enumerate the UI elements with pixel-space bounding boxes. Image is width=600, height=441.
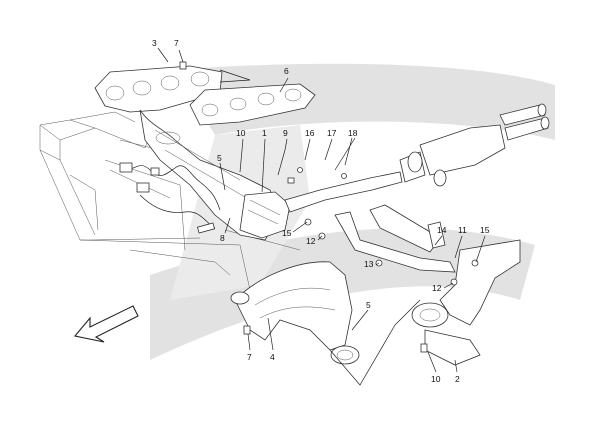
callout-18: 18 [348, 128, 358, 138]
callout-5-lower: 5 [366, 300, 371, 310]
callout-7-lower: 7 [247, 352, 252, 362]
callout-12-left: 12 [306, 236, 316, 246]
callout-16: 16 [305, 128, 315, 138]
callout-12-right: 12 [432, 283, 442, 293]
callout-15-right: 15 [480, 225, 490, 235]
callout-10-lower: 10 [431, 374, 441, 384]
manifold-gasket-right [189, 83, 316, 126]
callout-6: 6 [284, 66, 289, 76]
catalytic-converter-front [239, 191, 291, 239]
callout-15-left: 15 [282, 228, 292, 238]
callout-13: 13 [364, 259, 374, 269]
callout-1: 1 [262, 128, 267, 138]
catalytic-converter-rear [411, 239, 521, 366]
callout-8: 8 [220, 233, 225, 243]
callout-10-upper: 10 [236, 128, 246, 138]
leader-lines [157, 47, 486, 386]
rear-muffler [407, 103, 550, 187]
callout-7-upper: 7 [174, 38, 179, 48]
callout-17: 17 [327, 128, 337, 138]
callout-11: 11 [458, 225, 467, 235]
callout-4: 4 [270, 352, 275, 362]
callout-2: 2 [455, 374, 460, 384]
callout-9: 9 [283, 128, 288, 138]
callout-5-upper: 5 [217, 153, 222, 163]
callout-14: 14 [437, 225, 447, 235]
oxygen-sensor-wiring [119, 162, 221, 234]
callout-3: 3 [152, 38, 157, 48]
lower-manifold [230, 261, 360, 365]
front-direction-arrow-icon [73, 305, 139, 343]
pipe-bracket [334, 204, 456, 273]
